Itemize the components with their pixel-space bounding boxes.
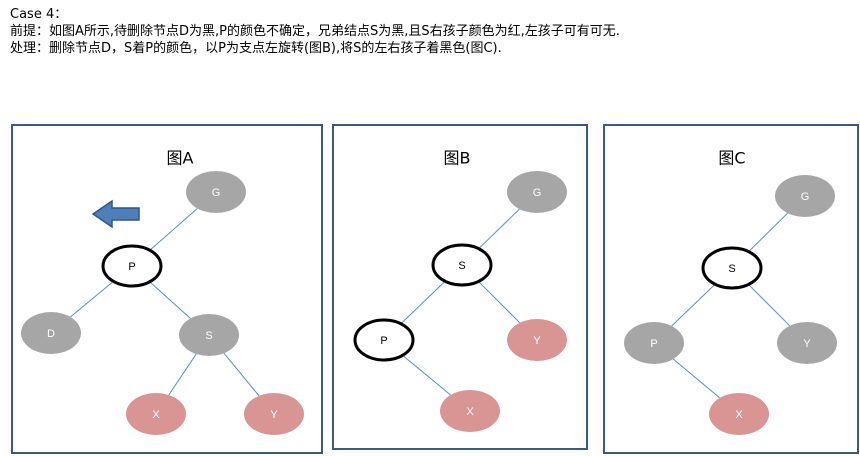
- left-arrow-icon: [91, 199, 140, 229]
- case-premise-text: 前提：如图A所示,待删除节点D为黑,P的颜色不确定，兄弟结点S为黑,且S右孩子颜…: [10, 24, 620, 39]
- node-p-label: P: [650, 338, 657, 350]
- tree-diagram-b: 图B G S P Y X: [353, 149, 567, 432]
- node-s: S: [701, 246, 763, 290]
- edge-s-p: [401, 281, 445, 324]
- node-x-shape: [709, 393, 769, 435]
- node-g-shape: [186, 171, 246, 213]
- edge-p-s: [150, 282, 191, 319]
- edge-s-p: [671, 284, 715, 327]
- panel-title: 图A: [167, 149, 194, 168]
- node-s: S: [179, 314, 239, 356]
- node-p-shape: [101, 244, 163, 288]
- node-s-shape: [431, 243, 493, 287]
- tree-diagram-c: 图C G S P Y X: [624, 149, 837, 435]
- node-x-label: X: [735, 409, 743, 421]
- node-p-shape: [624, 322, 684, 364]
- node-p-shape: [353, 318, 415, 362]
- edge-s-y: [748, 284, 791, 327]
- node-s-label: S: [205, 330, 212, 342]
- node-y-label: Y: [803, 338, 811, 350]
- node-d-label: D: [47, 328, 55, 340]
- node-s: S: [431, 243, 493, 287]
- node-s-label: S: [728, 263, 735, 275]
- node-y: Y: [507, 319, 567, 361]
- node-g-label: G: [533, 187, 542, 199]
- node-g: G: [186, 171, 246, 213]
- panel-title: 图B: [444, 149, 471, 168]
- node-y: Y: [777, 322, 837, 364]
- node-g-label: G: [212, 187, 221, 199]
- node-x: X: [709, 393, 769, 435]
- node-d-shape: [21, 312, 81, 354]
- node-y-shape: [244, 393, 304, 435]
- node-d: D: [21, 312, 81, 354]
- node-s-shape: [701, 246, 763, 290]
- edge-s-x: [168, 353, 197, 396]
- node-p: P: [353, 318, 415, 362]
- case-description: Case 4： 前提：如图A所示,待删除节点D为黑,P的颜色不确定，兄弟结点S为…: [10, 6, 620, 57]
- node-p-label: P: [128, 261, 135, 273]
- node-y-label: Y: [533, 335, 541, 347]
- edge-g-s: [749, 212, 788, 252]
- node-p-label: P: [380, 335, 387, 347]
- edge-p-x: [403, 355, 451, 396]
- diagram-panel-a: 图A G P D S X Y: [11, 124, 323, 454]
- edge-s-y: [223, 352, 260, 397]
- edge-p-d: [70, 281, 113, 318]
- node-g: G: [775, 175, 835, 217]
- case-procedure-text: 处理：删除节点D，S着P的颜色，以P为支点左旋转(图B),将S的左右孩子着黑色(…: [10, 41, 502, 56]
- node-g-shape: [775, 175, 835, 217]
- node-g-label: G: [801, 191, 810, 203]
- node-p: P: [624, 322, 684, 364]
- edge-g-p: [150, 208, 198, 250]
- node-x-shape: [440, 390, 500, 432]
- node-y-shape: [507, 319, 567, 361]
- node-x-shape: [126, 393, 186, 435]
- diagram-panel-c: 图C G S P Y X: [603, 124, 859, 454]
- node-x: X: [126, 393, 186, 435]
- node-x-label: X: [466, 406, 474, 418]
- edge-s-y: [478, 281, 521, 324]
- tree-diagram-a: 图A G P D S X Y: [21, 149, 304, 435]
- node-x: X: [440, 390, 500, 432]
- node-p: P: [101, 244, 163, 288]
- node-y: Y: [244, 393, 304, 435]
- edge-p-x: [672, 358, 721, 399]
- node-y-label: Y: [270, 409, 278, 421]
- node-x-label: X: [152, 409, 160, 421]
- node-g: G: [507, 171, 567, 213]
- node-s-label: S: [458, 260, 465, 272]
- node-s-shape: [179, 314, 239, 356]
- panel-title: 图C: [718, 149, 745, 168]
- node-y-shape: [777, 322, 837, 364]
- edge-g-s: [479, 208, 520, 249]
- diagram-panel-b: 图B G S P Y X: [332, 124, 588, 450]
- node-g-shape: [507, 171, 567, 213]
- case-heading: Case 4：: [10, 7, 68, 22]
